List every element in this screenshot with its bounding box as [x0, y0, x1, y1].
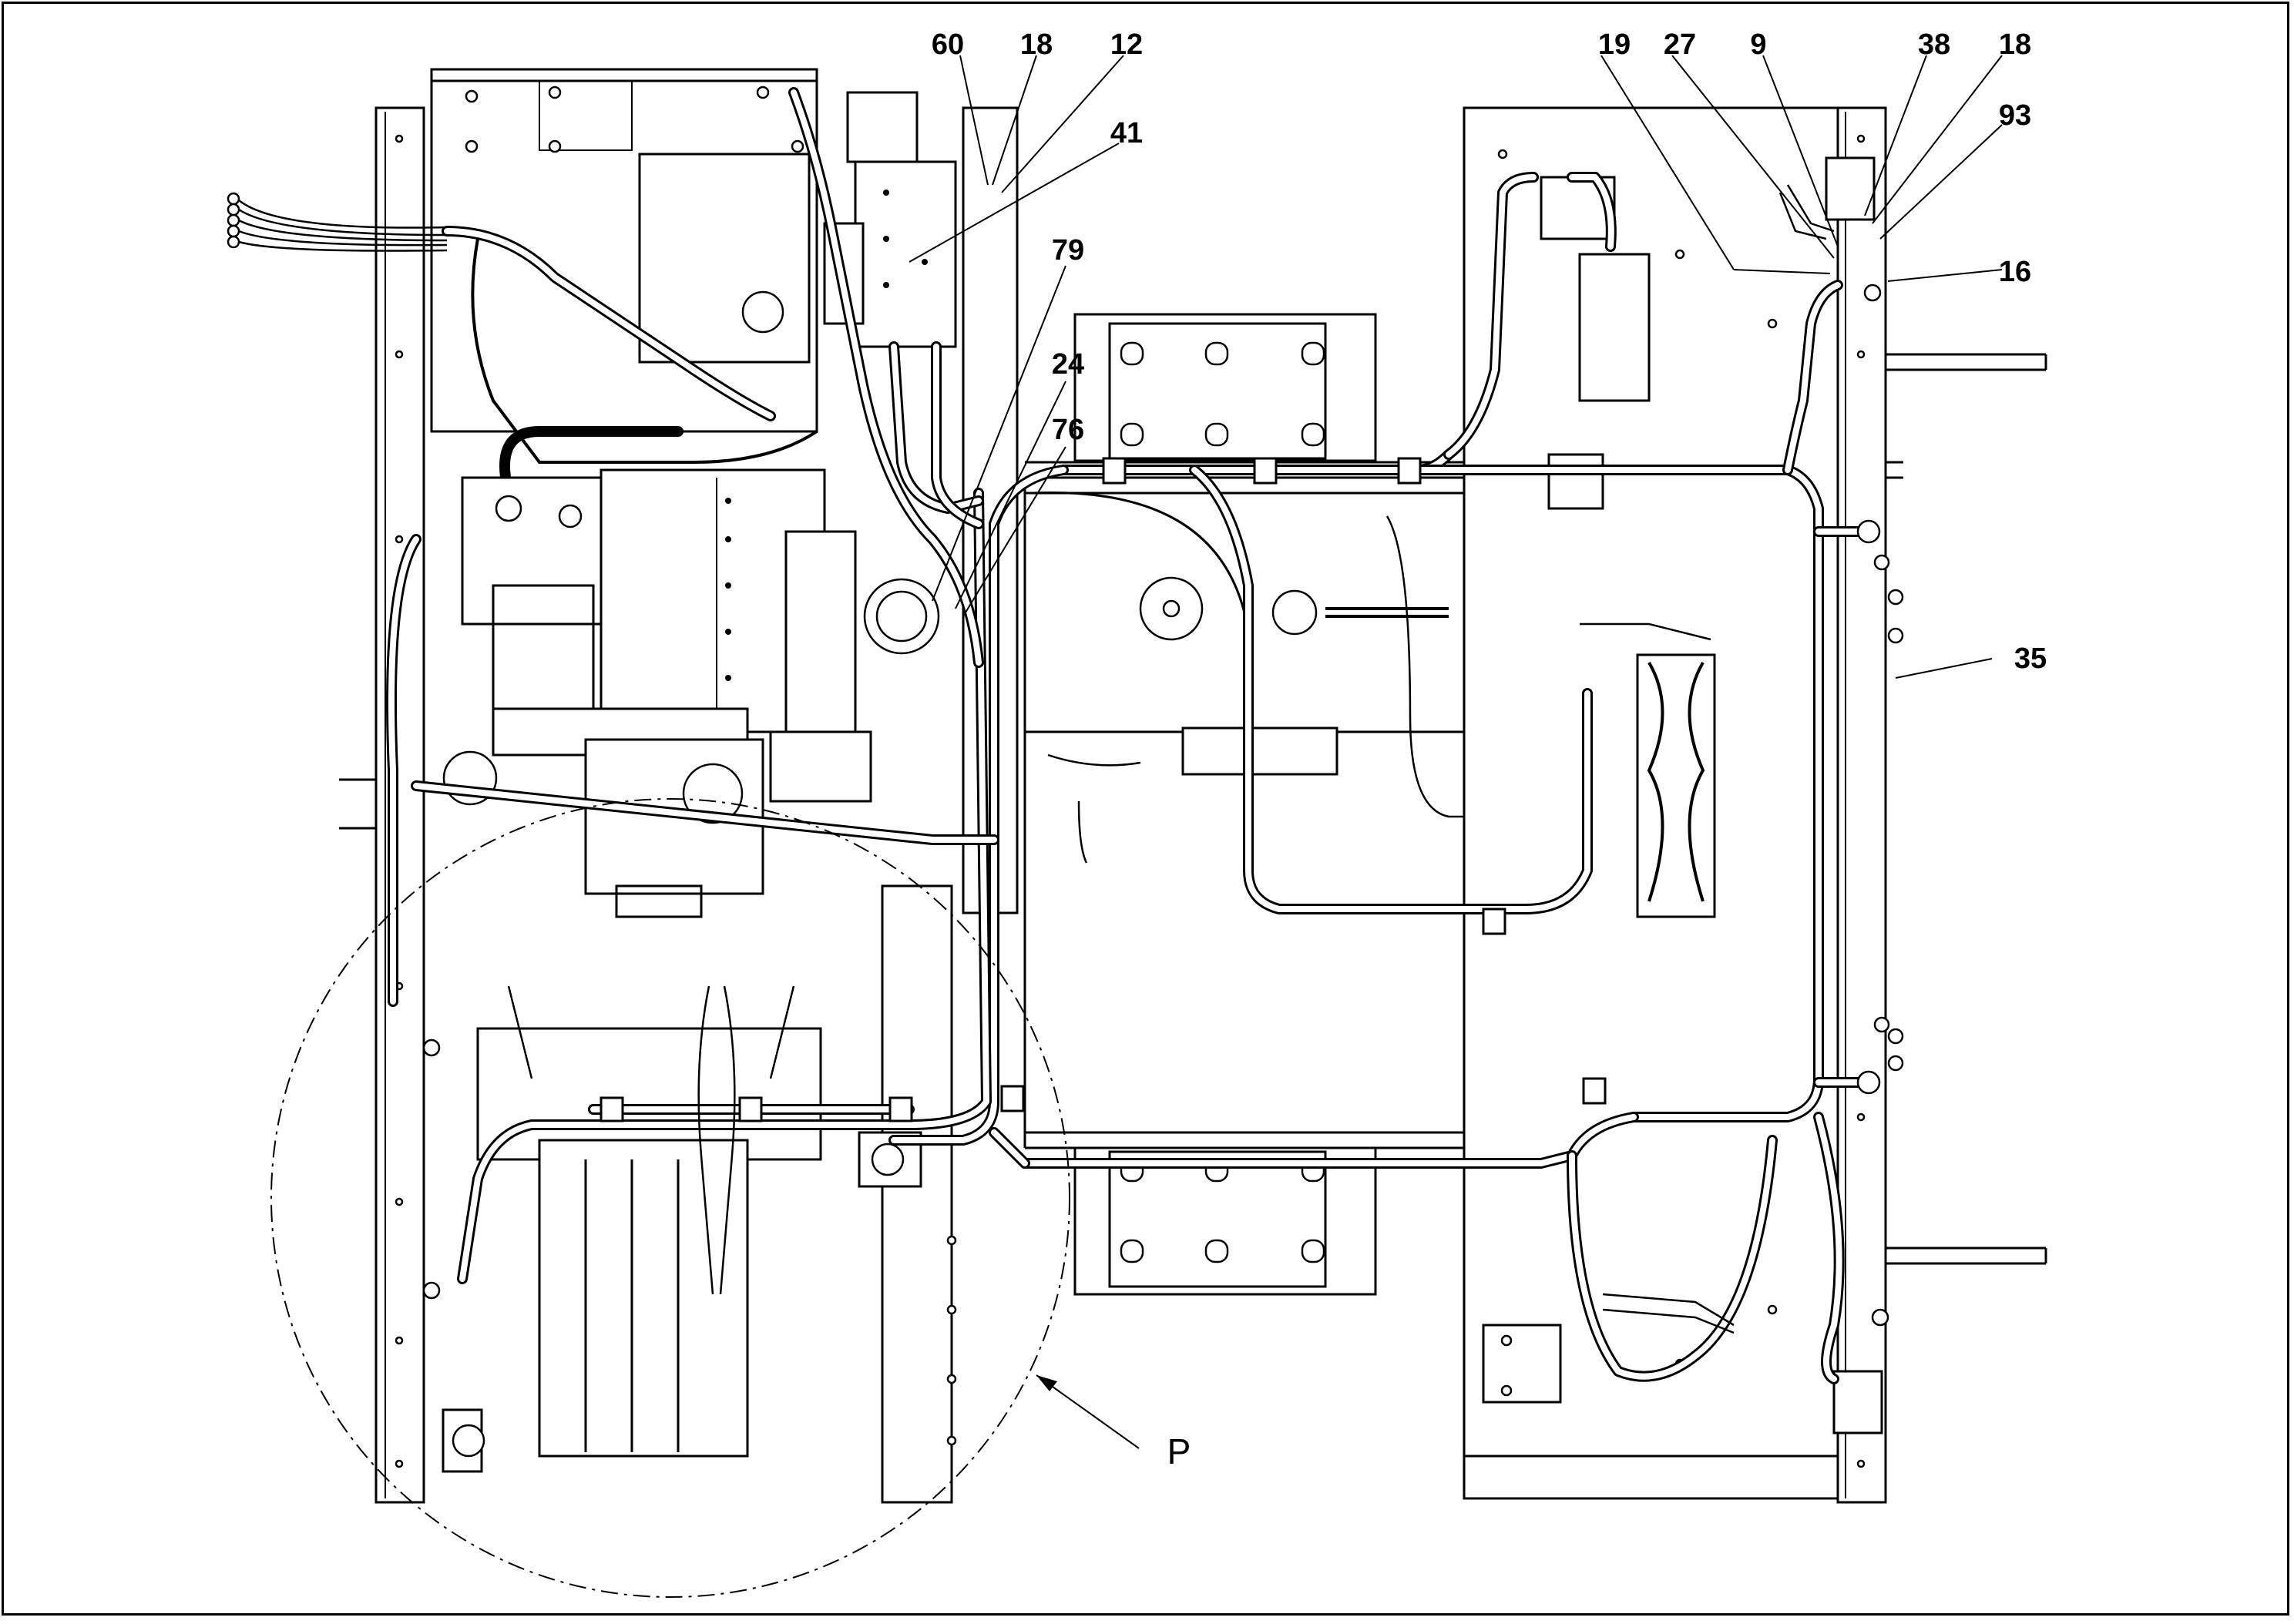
rear-cross-member	[1073, 1146, 1377, 1296]
callout-41: 41	[1110, 117, 1143, 149]
callout-16: 16	[1999, 256, 2031, 288]
callout-60: 60	[932, 29, 964, 61]
callout-93: 93	[1999, 99, 2031, 132]
right-chassis-section	[1463, 106, 2047, 1504]
engine-compartment	[430, 68, 940, 918]
callout-19: 19	[1598, 29, 1631, 61]
left-chassis-rail	[339, 106, 425, 1504]
battery-tank-area	[422, 1027, 922, 1473]
callout-leaders	[909, 55, 2003, 679]
detail-view-p-boundary	[270, 798, 1140, 1598]
callout-12: 12	[1110, 29, 1143, 61]
front-cross-member	[1073, 313, 1377, 462]
callout-18-right: 18	[1999, 29, 2031, 61]
callout-35: 35	[2014, 643, 2047, 675]
callout-76: 76	[1052, 414, 1084, 446]
callout-9: 9	[1750, 29, 1766, 61]
callout-27: 27	[1664, 29, 1696, 61]
callout-38: 38	[1918, 29, 1950, 61]
signal-wires	[227, 184, 1835, 1334]
callout-18-top: 18	[1020, 29, 1053, 61]
main-wiring-harness	[386, 87, 1878, 1384]
callout-79: 79	[1052, 234, 1084, 267]
harness-clamps	[600, 284, 1904, 1327]
detail-view-label: P	[1167, 1431, 1191, 1471]
callout-labels: 60 18 12 41 79 24 76 19 27 9 38 18 93 16…	[932, 29, 2047, 1471]
callout-24: 24	[1052, 348, 1084, 381]
